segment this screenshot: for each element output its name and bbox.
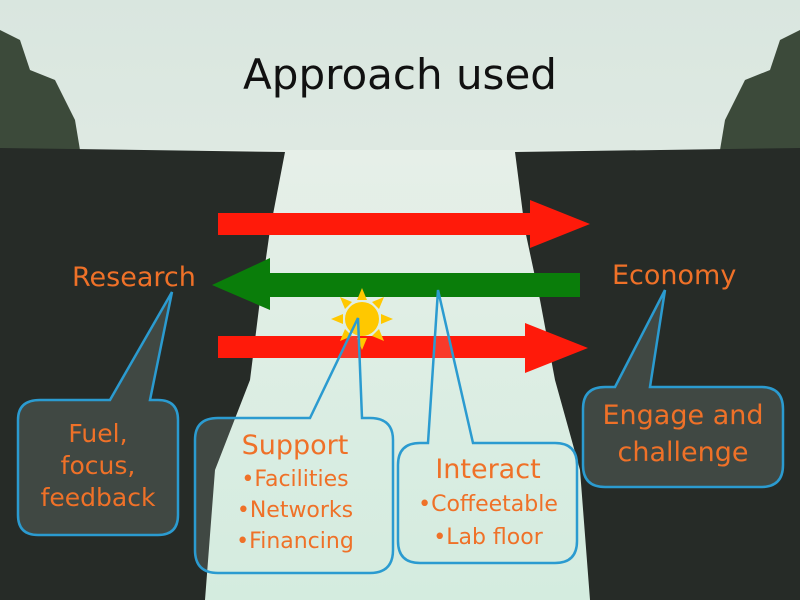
callout-line: Fuel, — [68, 419, 128, 448]
callout-item: •Facilities — [241, 467, 349, 492]
green-arrow-back — [212, 258, 580, 310]
economy-callout-shape — [581, 289, 785, 489]
support-callout-shape — [193, 317, 395, 575]
sun-icon — [331, 288, 393, 350]
research-label: Research — [72, 262, 196, 293]
left-hill — [0, 30, 80, 150]
support-callout-text: Support •Facilities •Networks •Financing — [195, 428, 395, 557]
callout-item: •Coffeetable — [418, 492, 558, 517]
research-callout-text: Fuel, focus, feedback — [18, 418, 178, 514]
economy-label: Economy — [612, 260, 737, 291]
red-arrow-bottom — [218, 323, 588, 373]
interact-callout-text: Interact •Coffeetable •Lab floor — [398, 452, 578, 554]
callout-line: feedback — [40, 483, 156, 512]
callout-line: challenge — [617, 437, 749, 468]
right-hill — [720, 30, 800, 150]
interact-callout-shape — [396, 289, 579, 565]
red-arrow-top — [218, 200, 590, 248]
callout-item: •Financing — [236, 529, 354, 554]
slide-title: Approach used — [243, 50, 557, 99]
callout-line: Engage and — [602, 400, 764, 431]
callout-heading: Interact — [435, 454, 541, 485]
callout-item: •Lab floor — [433, 525, 543, 550]
economy-callout-text: Engage and challenge — [583, 397, 783, 471]
callout-line: focus, — [60, 451, 136, 480]
left-cliff — [0, 148, 285, 600]
callout-item: •Networks — [236, 498, 354, 523]
callout-heading: Support — [241, 430, 349, 461]
research-callout-shape — [16, 291, 180, 537]
